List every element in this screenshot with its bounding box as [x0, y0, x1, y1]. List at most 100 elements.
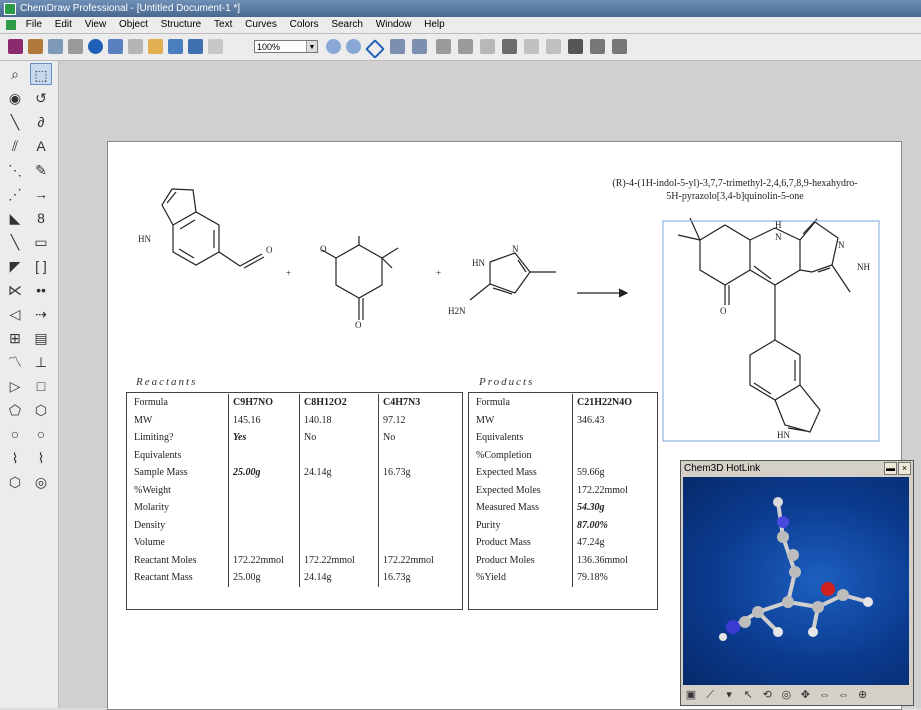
- new-document-icon[interactable]: [8, 39, 23, 54]
- show-analysis-icon[interactable]: [502, 39, 517, 54]
- heptagon-ring-tool-icon[interactable]: ○: [10, 426, 20, 442]
- octagon-ring-tool-icon[interactable]: ○: [36, 426, 46, 442]
- atom-label-hn-2: HN: [472, 258, 485, 268]
- chem3d-hotlink-icon[interactable]: [612, 39, 627, 54]
- dashed-bond-tool-icon[interactable]: ⋱: [8, 162, 22, 178]
- menu-curves[interactable]: Curves: [245, 19, 277, 30]
- check-structure-icon[interactable]: [590, 39, 605, 54]
- chain-tool-icon[interactable]: 〽: [8, 354, 22, 370]
- table-row: Sample Mass 25.00g 24.14g 16.73g: [130, 464, 453, 482]
- eye-tool-icon[interactable]: ◉: [8, 90, 22, 106]
- menu-structure[interactable]: Structure: [160, 19, 202, 30]
- lasso-tool-icon[interactable]: ⌕: [11, 66, 19, 82]
- menu-colors[interactable]: Colors: [289, 19, 319, 30]
- document-icon[interactable]: [6, 20, 16, 30]
- table-row: Formula C9H7NO C8H12O2 C4H7N3: [130, 394, 453, 412]
- clean-structure-icon[interactable]: [568, 39, 583, 54]
- cyclopentadiene-tool-icon[interactable]: ◎: [34, 474, 48, 490]
- table-row: Equivalents: [130, 446, 453, 464]
- print-icon[interactable]: [68, 39, 83, 54]
- name-to-structure-icon[interactable]: [412, 39, 427, 54]
- bond-icon[interactable]: ⟋: [706, 689, 714, 701]
- document-icon[interactable]: ▣: [685, 689, 697, 701]
- table-row: Reactant Moles 172.22mmol 172.22mmol 172…: [130, 551, 453, 569]
- menu-help[interactable]: Help: [424, 19, 445, 30]
- save-icon[interactable]: [48, 39, 63, 54]
- redo-icon[interactable]: [128, 39, 143, 54]
- atom-label-h: H: [775, 220, 782, 230]
- hotlink-title-bar[interactable]: Chem3D HotLink ▬ ×: [681, 461, 913, 476]
- cut-icon[interactable]: [148, 39, 163, 54]
- paste-icon[interactable]: [188, 39, 203, 54]
- marquee-tool-icon[interactable]: ⬚: [30, 63, 52, 85]
- menu-view[interactable]: View: [84, 19, 107, 30]
- clear-icon[interactable]: [208, 39, 223, 54]
- menu-search[interactable]: Search: [331, 19, 363, 30]
- triangle-ring-tool-icon[interactable]: ▷: [9, 378, 21, 394]
- iupac-line-1: (R)-4-(1H-indol-5-yl)-3,7,7-trimethyl-2,…: [612, 178, 858, 189]
- move-icon[interactable]: ⇔: [818, 689, 830, 701]
- close-icon[interactable]: ×: [898, 462, 911, 475]
- show-chemical-properties-icon[interactable]: [480, 39, 495, 54]
- structure-to-name-icon[interactable]: [390, 39, 405, 54]
- copy-icon[interactable]: [168, 39, 183, 54]
- chem3d-hotlink-window[interactable]: Chem3D HotLink ▬ ×: [680, 460, 914, 706]
- table-tool-icon[interactable]: ⊞: [9, 330, 21, 346]
- chair-ring-2-tool-icon[interactable]: ⌇: [37, 450, 45, 466]
- menu-window[interactable]: Window: [375, 19, 412, 30]
- zoom-icon[interactable]: ⊕: [857, 689, 868, 701]
- molecule-3d-view[interactable]: [683, 477, 909, 685]
- square-ring-tool-icon[interactable]: □: [36, 378, 46, 394]
- chevron-down-icon[interactable]: ▼: [306, 41, 317, 52]
- arrow-tool-icon[interactable]: →: [34, 186, 48, 202]
- double-bond-tool-icon[interactable]: ⫽: [11, 138, 19, 154]
- eraser-tool-icon[interactable]: ∂: [37, 114, 45, 130]
- cyclohexane-ring-tool-icon[interactable]: ⬡: [34, 402, 48, 418]
- solid-bond-tool-icon[interactable]: ╲: [10, 114, 20, 130]
- bold-wedge-tool-icon[interactable]: ◤: [9, 258, 21, 274]
- hollow-wedge-tool-icon[interactable]: ◁: [9, 306, 21, 322]
- translate-icon[interactable]: ✥: [800, 689, 810, 701]
- benzene-tool-icon[interactable]: ⬡: [8, 474, 22, 490]
- bold-bond-tool-icon[interactable]: ╲: [10, 234, 20, 250]
- bracket-tool-icon[interactable]: [ ]: [35, 258, 47, 274]
- zoom-select[interactable]: 100% ▼: [254, 40, 318, 53]
- hashed-bond-tool-icon[interactable]: ⋰: [8, 186, 22, 202]
- menu-object[interactable]: Object: [118, 19, 148, 30]
- predict-13c-nmr-icon[interactable]: [458, 39, 473, 54]
- zoom-in-icon[interactable]: [326, 39, 341, 54]
- chair-ring-tool-icon[interactable]: ⌇: [11, 450, 19, 466]
- rotate-icon[interactable]: ⟲: [762, 689, 772, 701]
- table-cell: No: [299, 429, 379, 447]
- menu-file[interactable]: File: [25, 19, 42, 30]
- drawing-elements-tool-icon[interactable]: ▭: [34, 234, 48, 250]
- chemical-symbols-tool-icon[interactable]: ••: [36, 282, 46, 298]
- menu-text[interactable]: Text: [214, 19, 233, 30]
- hashed-wedge-tool-icon[interactable]: ⋉: [8, 282, 22, 298]
- table-cell: C9H7NO: [228, 394, 300, 412]
- pen-tool-icon[interactable]: ✎: [35, 162, 47, 178]
- trackball-icon[interactable]: ◎: [781, 689, 792, 701]
- query-tool-icon[interactable]: ⇢: [35, 306, 47, 322]
- predict-1h-nmr-icon[interactable]: [436, 39, 451, 54]
- orbital-tool-icon[interactable]: 8: [37, 210, 45, 226]
- help-icon[interactable]: [88, 39, 103, 54]
- minimize-icon[interactable]: ▬: [884, 462, 897, 475]
- tlc-plate-tool-icon[interactable]: ▤: [34, 330, 48, 346]
- undo-icon[interactable]: [108, 39, 123, 54]
- rotate-tool-icon[interactable]: ↺: [35, 90, 47, 106]
- stoichiometry-icon[interactable]: [546, 39, 561, 54]
- chevron-down-icon[interactable]: ▾: [726, 689, 732, 701]
- menu-edit[interactable]: Edit: [54, 19, 72, 30]
- select-icon[interactable]: ↖: [743, 689, 753, 701]
- move-2-icon[interactable]: ⇔: [838, 689, 849, 701]
- open-icon[interactable]: [28, 39, 43, 54]
- pentagon-ring-tool-icon[interactable]: ⬠: [8, 402, 22, 418]
- zoom-out-icon[interactable]: [346, 39, 361, 54]
- text-tool-icon[interactable]: A: [36, 138, 46, 154]
- wedge-bond-tool-icon[interactable]: ◣: [9, 210, 21, 226]
- template-tool-icon[interactable]: ⊥: [34, 354, 48, 370]
- reaction-interpreter-icon[interactable]: [524, 39, 539, 54]
- row-label: Molarity: [134, 502, 169, 514]
